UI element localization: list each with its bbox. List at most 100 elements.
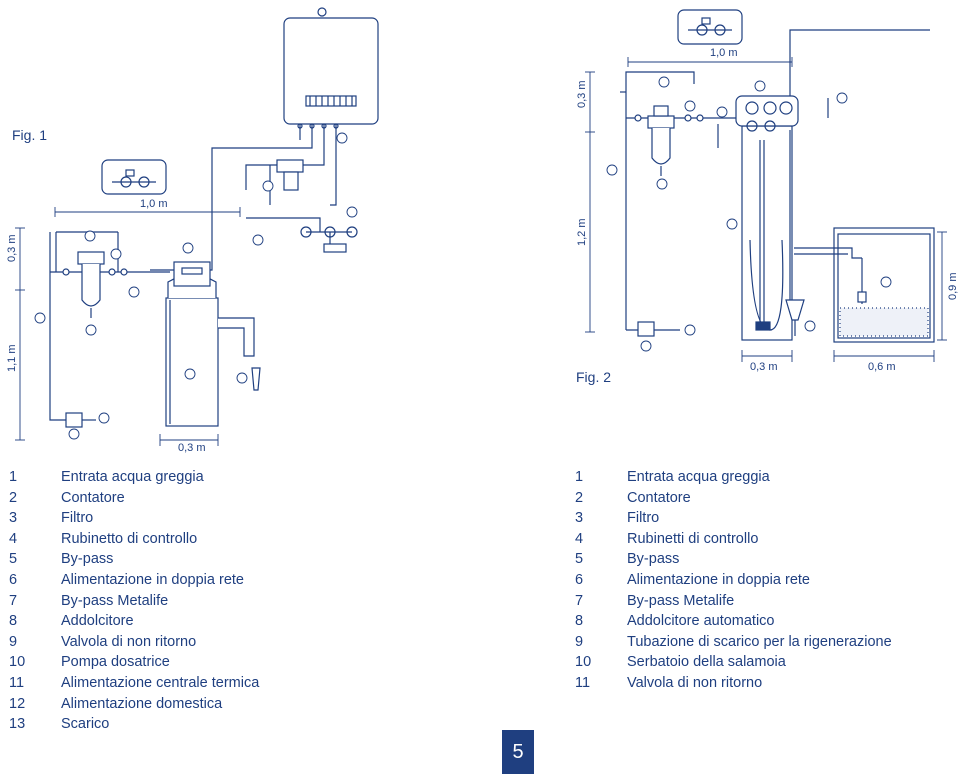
legend-label: Valvola di non ritorno — [61, 633, 197, 650]
fig1-dimension-lines — [15, 207, 241, 446]
legend-item: 1 Entrata acqua greggia — [575, 467, 892, 488]
legend-item: 4 Rubinetto di controllo — [9, 529, 259, 550]
fig1-boiler — [283, 7, 379, 140]
fig2-softener — [735, 95, 799, 341]
fig2-bypass-icon — [677, 9, 743, 45]
fig1-softener — [165, 261, 219, 427]
legend-item: 8 Addolcitore automatico — [575, 611, 892, 632]
legend-number: 1 — [9, 469, 18, 485]
legend-label: Alimentazione centrale termica — [61, 674, 260, 691]
legend-number: 2 — [575, 489, 584, 506]
legend-label: Serbatoio della salamoia — [627, 654, 786, 671]
fig2-dim-v-tank: 0,9 m — [947, 272, 959, 300]
legend-number: 8 — [575, 613, 584, 630]
fig1-dim-v-top: 0,3 m — [6, 234, 18, 262]
legend-number: 7 — [575, 592, 584, 609]
legend-number: 11 — [575, 674, 591, 691]
legend-item: 13 Scarico — [9, 714, 259, 735]
fig1-callouts — [34, 132, 358, 440]
legend-label: Entrata acqua greggia — [61, 469, 204, 485]
legend-label: Addolcitore automatico — [627, 613, 775, 630]
legend-item: 1 Entrata acqua greggia — [9, 467, 259, 488]
legend-item: 3 Filtro — [575, 508, 892, 529]
legend-item: 5 By-pass — [9, 549, 259, 570]
legend-number: 11 — [9, 674, 25, 691]
legend-item: 9 Valvola di non ritorno — [9, 632, 259, 653]
legend-number: 13 — [9, 716, 26, 733]
legend-number: 6 — [9, 571, 18, 588]
fig2-callouts — [606, 76, 892, 352]
legend-item: 7 By-pass Metalife — [575, 591, 892, 612]
legend-label: Addolcitore — [61, 613, 134, 630]
legend-label: Pompa dosatrice — [61, 654, 170, 671]
legend-item: 4 Rubinetti di controllo — [575, 529, 892, 550]
legend-item: 12 Alimentazione domestica — [9, 694, 259, 715]
fig2-diagram: 1,0 m 0,3 m 0,6 m 0,3 m 1,2 m 0,9 m Fig.… — [576, 9, 959, 385]
legend-number: 6 — [575, 571, 584, 588]
legend-label: Tubazione di scarico per la rigenerazion… — [627, 633, 892, 650]
fig2-dim-v-mid: 1,2 m — [576, 218, 588, 246]
legend-label: Contatore — [61, 489, 125, 506]
legend-item: 10 Pompa dosatrice — [9, 652, 259, 673]
legend-label: Scarico — [61, 716, 110, 733]
legend-label: Alimentazione in doppia rete — [61, 571, 244, 588]
legend-number: 8 — [9, 613, 18, 630]
fig1-dim-h-top: 1,0 m — [140, 198, 168, 210]
legend-label: Rubinetti di controllo — [627, 530, 759, 547]
legend-number: 10 — [575, 654, 592, 671]
fig1-bypass-icon — [101, 159, 167, 195]
legend-number: 3 — [9, 510, 18, 527]
legend-number: 4 — [9, 530, 18, 547]
page-number: 5 — [502, 730, 534, 774]
legend-number: 9 — [9, 633, 18, 650]
fig1-legend: 1 Entrata acqua greggia 2 Contatore 3 Filtro 4… — [9, 467, 259, 735]
legend-label: Alimentazione in doppia rete — [627, 571, 810, 588]
legend-item: 6 Alimentazione in doppia rete — [575, 570, 892, 591]
legend-number: 5 — [9, 551, 18, 568]
fig2-dim-h-bottom-a: 0,3 m — [750, 361, 778, 373]
legend-item: 3 Filtro — [9, 508, 259, 529]
legend-label: Contatore — [627, 489, 691, 506]
legend-number: 7 — [9, 592, 18, 609]
fig2-brine-tank — [833, 227, 935, 343]
fig1-dim-v-bottom: 1,1 m — [6, 344, 18, 372]
legend-number: 5 — [575, 551, 584, 568]
legend-label: Filtro — [627, 510, 660, 527]
fig2-dim-h-bottom-b: 0,6 m — [868, 361, 896, 373]
legend-number: 4 — [575, 530, 584, 547]
legend-item: 7 By-pass Metalife — [9, 591, 259, 612]
legend-item: 6 Alimentazione in doppia rete — [9, 570, 259, 591]
legend-label: By-pass — [627, 551, 680, 568]
legend-item: 9 Tubazione di scarico per la rigenerazio… — [575, 632, 892, 653]
legend-label: Alimentazione domestica — [61, 695, 223, 712]
fig2-legend: 1 Entrata acqua greggia 2 Contatore 3 Filtro 4… — [575, 467, 892, 694]
fig2-dim-h-top: 1,0 m — [710, 47, 738, 59]
legend-number: 9 — [575, 633, 584, 650]
legend-item: 11 Alimentazione centrale termica — [9, 673, 259, 694]
legend-item: 10 Serbatoio della salamoia — [575, 652, 892, 673]
legend-label: Valvola di non ritorno — [627, 674, 763, 691]
legend-number: 2 — [9, 489, 18, 506]
fig1-caption: Fig. 1 — [12, 127, 47, 143]
legend-number: 12 — [9, 695, 26, 712]
legend-label: Entrata acqua greggia — [627, 469, 770, 485]
legend-label: By-pass Metalife — [61, 592, 169, 609]
fig2-caption: Fig. 2 — [576, 369, 611, 385]
legend-item: 5 By-pass — [575, 549, 892, 570]
legend-number: 10 — [9, 654, 26, 671]
legend-label: Filtro — [61, 510, 94, 527]
legend-number: 3 — [575, 510, 584, 527]
legend-item: 2 Contatore — [575, 488, 892, 509]
legend-item: 8 Addolcitore — [9, 611, 259, 632]
fig1-dim-h-bottom: 0,3 m — [178, 442, 206, 454]
installation-diagrams: 1,0 m 0,3 m 0,3 m 1,1 m Fig. 1 — [6, 7, 959, 454]
legend-label: By-pass — [61, 551, 114, 568]
fig2-dim-v-top: 0,3 m — [576, 80, 588, 108]
fig1-diagram: 1,0 m 0,3 m 0,3 m 1,1 m Fig. 1 — [6, 7, 379, 454]
legend-number: 1 — [575, 469, 584, 485]
legend-item: 2 Contatore — [9, 488, 259, 509]
legend-label: By-pass Metalife — [627, 592, 735, 609]
fig2-dimension-lines — [585, 57, 947, 362]
legend-item: 11 Valvola di non ritorno — [575, 673, 892, 694]
legend-label: Rubinetto di controllo — [61, 530, 198, 547]
